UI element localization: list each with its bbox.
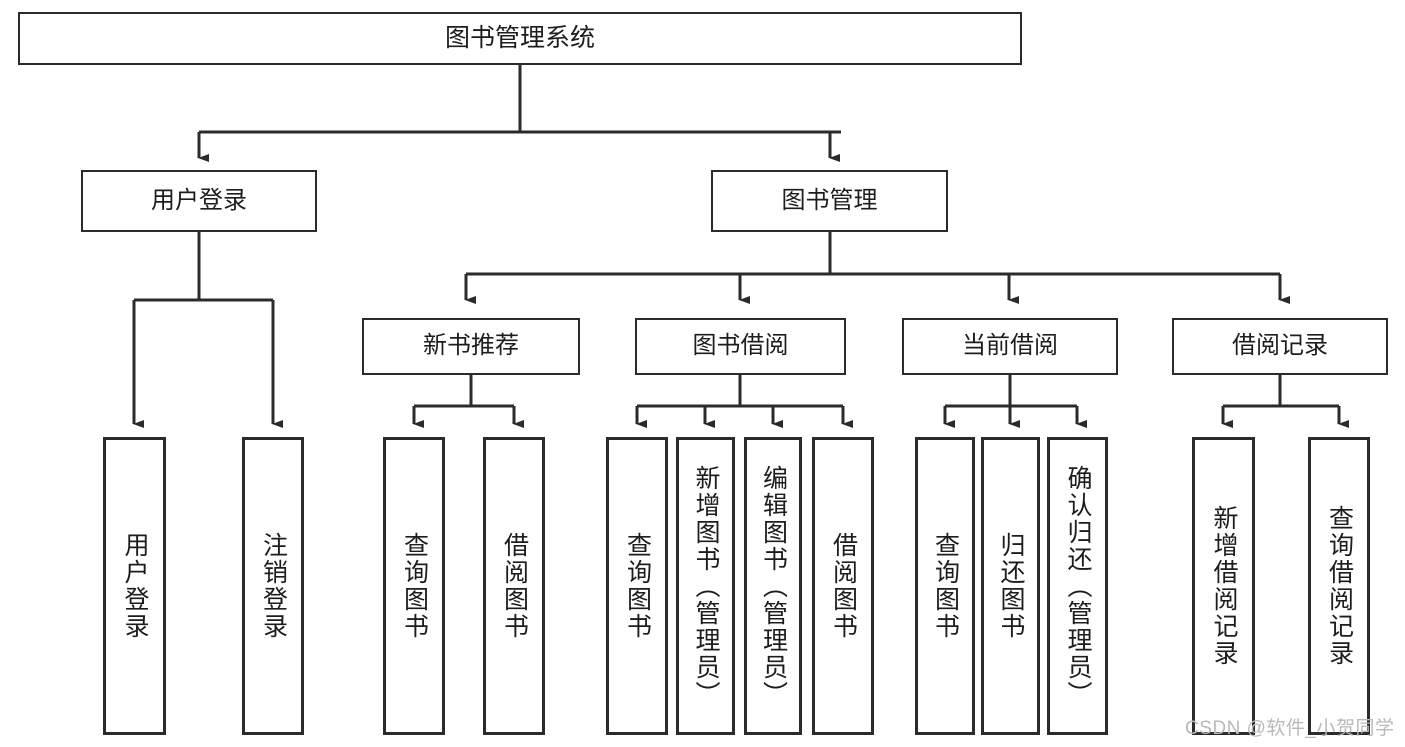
leaf-add-book-admin[interactable]: 新增图书（管理员） [676, 437, 735, 735]
leaf-logout-login[interactable]: 注销登录 [242, 437, 304, 735]
leaf-query-book-current[interactable]: 查询图书 [915, 437, 975, 735]
node-book-borrow[interactable]: 图书借阅 [635, 318, 846, 375]
node-label: 用户登录 [151, 186, 247, 214]
leaf-query-borrow-record[interactable]: 查询借阅记录 [1308, 437, 1370, 735]
node-current-borrow[interactable]: 当前借阅 [902, 318, 1118, 375]
node-label: 查询图书 [400, 532, 429, 640]
leaf-query-book-borrow[interactable]: 查询图书 [606, 437, 668, 735]
node-label: 查询图书 [623, 532, 652, 640]
node-label: 当前借阅 [962, 332, 1058, 360]
node-label: 新增图书（管理员） [692, 464, 720, 708]
leaf-borrow-book[interactable]: 借阅图书 [812, 437, 874, 735]
node-book-management[interactable]: 图书管理 [711, 170, 948, 232]
node-label: 确认归还（管理员） [1064, 464, 1092, 708]
node-label: 新书推荐 [423, 332, 519, 360]
node-label: 归还图书 [997, 532, 1025, 640]
node-label: 图书管理 [781, 186, 878, 214]
leaf-add-borrow-record[interactable]: 新增借阅记录 [1192, 437, 1255, 735]
leaf-borrow-book-recommend[interactable]: 借阅图书 [483, 437, 545, 735]
leaf-return-book[interactable]: 归还图书 [981, 437, 1040, 735]
leaf-query-book-recommend[interactable]: 查询图书 [383, 437, 445, 735]
node-book-management-system[interactable]: 图书管理系统 [18, 12, 1022, 65]
node-label: 用户登录 [121, 532, 149, 640]
node-label: 查询借阅记录 [1325, 505, 1354, 667]
node-label: 借阅记录 [1232, 332, 1328, 360]
node-label: 编辑图书（管理员） [759, 464, 788, 708]
node-new-book-recommend[interactable]: 新书推荐 [362, 318, 580, 375]
node-label: 图书管理系统 [444, 23, 595, 52]
node-label: 借阅图书 [829, 532, 858, 640]
node-label: 新增借阅记录 [1210, 505, 1238, 667]
node-label: 查询图书 [931, 532, 960, 640]
leaf-edit-book-admin[interactable]: 编辑图书（管理员） [744, 437, 802, 735]
node-borrow-record[interactable]: 借阅记录 [1172, 318, 1388, 375]
leaf-confirm-return-admin[interactable]: 确认归还（管理员） [1047, 437, 1108, 735]
node-user-login[interactable]: 用户登录 [81, 170, 317, 232]
node-label: 注销登录 [259, 532, 288, 640]
node-label: 借阅图书 [500, 532, 529, 640]
leaf-user-login[interactable]: 用户登录 [103, 437, 166, 735]
watermark: CSDN @软件_小贺同学 [1185, 718, 1395, 739]
node-label: 图书借阅 [692, 332, 789, 360]
